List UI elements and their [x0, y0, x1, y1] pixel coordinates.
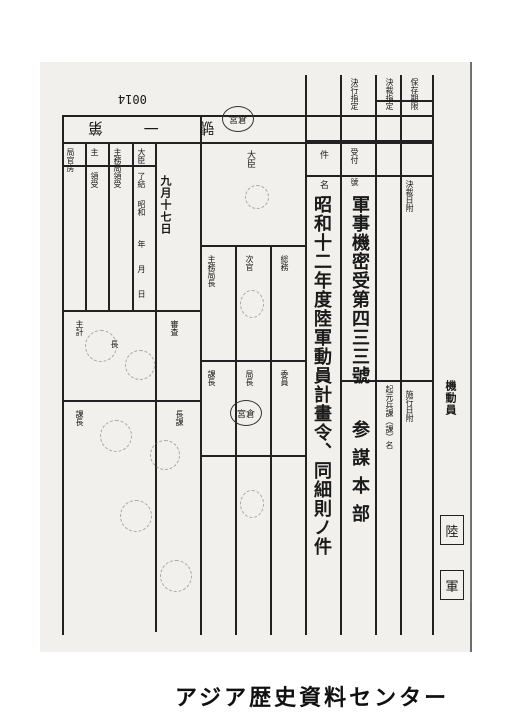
era-day: 日 [137, 290, 146, 298]
frame-row-2 [62, 142, 432, 144]
left-header-main: 主 [90, 148, 99, 156]
storage-period-label: 保存期限 [410, 78, 419, 110]
frame-col-f [155, 142, 157, 632]
grid-right-row-1 [375, 100, 432, 102]
era-month: 月 [137, 265, 146, 273]
grid-left-col-1 [85, 142, 87, 310]
decision-date-label: 決裁日附 [405, 180, 414, 212]
origin-department: 参謀本部 [349, 420, 370, 532]
section-chief-label: 課長 [207, 370, 216, 386]
left-row-settled: 了結 [137, 172, 146, 188]
grid-row-3 [200, 455, 305, 457]
handwritten-date: 九月十七日 [159, 175, 172, 235]
era-showa: 昭和 [137, 200, 146, 216]
origin-label: 起元兵課（課）名 [385, 385, 394, 449]
general-affairs-label: 総務 [280, 255, 289, 271]
grid-left-col-2 [108, 142, 110, 310]
frame-col-d [400, 75, 402, 635]
frame-col-e [200, 115, 202, 635]
header-mark: 號 一 第 [70, 119, 215, 137]
review-label: 審査 [170, 320, 179, 336]
execution-date-label: 施行日附 [405, 390, 414, 422]
receipt-seal: 宮倉 [222, 106, 254, 132]
archive-footer: アジア歴史資料センター [175, 686, 450, 711]
faded-stamp [85, 330, 117, 362]
receipt-label: 受付 [350, 148, 359, 164]
left-header-bureau: 主務局 [113, 148, 122, 172]
faded-stamp [160, 560, 192, 592]
grid-mid-col-1 [235, 245, 237, 635]
name-label: 名 [318, 180, 328, 189]
left-row-received-2: 領受 [90, 172, 99, 188]
frame-left [62, 115, 64, 635]
grid-right-row-2 [305, 140, 432, 142]
vice-minister-label: 次官 [245, 255, 254, 271]
minister-label: 大臣 [245, 150, 255, 168]
receipt-number: 軍事機密受第四三三號 [349, 195, 370, 385]
era-year: 年 [137, 240, 146, 248]
grid-left-col-3 [132, 142, 134, 310]
number-label: 號 [350, 178, 359, 186]
section-chief-lower-label: 課長 [75, 410, 84, 426]
case-label: 件 [318, 150, 328, 159]
grid-row-1 [200, 245, 305, 247]
left-row-received-1: 領受 [113, 172, 122, 188]
accounting-label: 主計 [75, 320, 84, 336]
decision-designation-label: 決裁指定 [385, 78, 394, 110]
document-title: 昭和十二年度陸軍動員計畫令、同細則ノ件 [311, 195, 332, 556]
frame-right [432, 75, 434, 635]
section-head-label: 長課 [175, 410, 184, 426]
faded-stamp [120, 500, 152, 532]
left-header-minister: 大臣 [137, 148, 146, 164]
frame-col-b [340, 75, 342, 635]
faded-stamp [150, 440, 180, 470]
faded-stamp [240, 290, 264, 318]
grid-left-row-2 [62, 400, 200, 402]
frame-col-a [305, 75, 307, 635]
bureau-chief-label: 局長 [245, 370, 254, 386]
chief-label: 主務局長 [207, 255, 216, 287]
grid-mid-col-2 [270, 245, 272, 635]
grid-right-row-3 [305, 175, 432, 177]
faded-stamp [100, 420, 132, 452]
grid-left-row-1 [62, 310, 200, 312]
committee-label: 委員 [280, 370, 289, 386]
sheet-edge [470, 62, 477, 602]
execution-designation-label: 決行指定 [350, 78, 359, 110]
middle-seal: 宮倉 [230, 400, 262, 426]
army-stamp-bottom: 軍 [440, 570, 464, 600]
grid-right-row-4 [340, 380, 432, 382]
mobilization-label: 機動員 [444, 380, 457, 416]
faded-stamp [240, 490, 264, 518]
faded-stamp [245, 185, 269, 209]
left-header-office: 局官房 [66, 148, 75, 172]
grid-row-2 [200, 360, 305, 362]
faded-stamp [125, 350, 155, 380]
army-stamp-top: 陸 [440, 515, 464, 545]
frame-col-c [375, 75, 377, 635]
document-serial: 0014 [118, 92, 147, 106]
